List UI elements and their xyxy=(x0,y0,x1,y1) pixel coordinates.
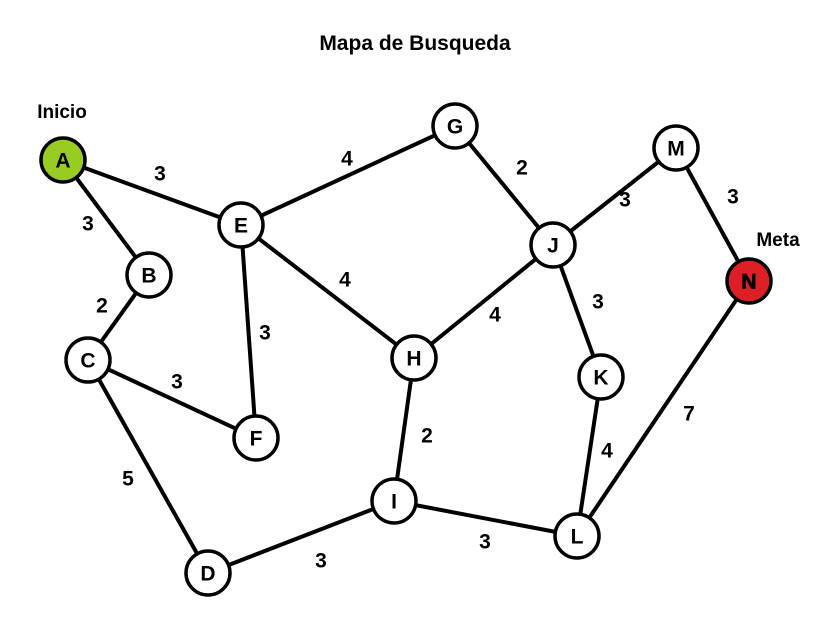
edge-a-b xyxy=(61,158,151,277)
edge-g-j xyxy=(453,124,555,247)
node-label: M xyxy=(667,138,685,161)
edge-m-n xyxy=(674,147,751,282)
edge-weight-i-l: 3 xyxy=(479,531,491,554)
node-label: K xyxy=(593,367,608,390)
edge-c-f xyxy=(87,358,257,440)
node-circle xyxy=(577,353,625,401)
node-circle xyxy=(725,257,773,305)
node-label: N xyxy=(741,271,756,294)
edge-weight-h-j: 4 xyxy=(489,304,501,327)
edge-l-n xyxy=(575,279,751,538)
edge-a-e xyxy=(62,158,242,227)
edge-e-f xyxy=(239,224,258,439)
edge-weights-layer: 3 3 2 3 5 3 4 4 3 2 4 2 3 3 3 4 3 7 xyxy=(82,148,739,573)
edge-weight-m-n: 3 xyxy=(727,186,739,209)
node-label: G xyxy=(447,116,463,139)
node-i: I xyxy=(370,477,418,525)
goal-label: Meta xyxy=(756,230,800,251)
node-n: N xyxy=(725,257,773,305)
node-circle xyxy=(39,136,87,184)
node-j: J xyxy=(529,221,577,269)
node-m: M xyxy=(652,124,700,172)
node-label: I xyxy=(391,491,397,514)
node-l: L xyxy=(553,512,601,560)
edge-weight-a-b: 3 xyxy=(82,213,94,236)
node-circle xyxy=(370,477,418,525)
edge-k-l xyxy=(575,376,603,537)
edge-weight-d-i: 3 xyxy=(315,550,327,573)
edge-weight-g-j: 2 xyxy=(516,157,528,180)
node-circle xyxy=(553,512,601,560)
edge-j-m xyxy=(551,146,678,247)
node-circle xyxy=(652,124,700,172)
edge-weight-h-i: 2 xyxy=(421,425,433,448)
node-circle xyxy=(431,102,479,150)
node-circle xyxy=(232,414,280,462)
edge-c-d xyxy=(86,359,210,574)
edge-weight-c-d: 5 xyxy=(122,468,134,491)
node-label: A xyxy=(55,150,70,173)
node-c: C xyxy=(64,336,112,384)
node-label: L xyxy=(571,526,584,549)
edge-d-i xyxy=(207,499,395,575)
node-circle xyxy=(64,336,112,384)
edge-weight-j-m: 3 xyxy=(619,189,631,212)
edge-weight-b-c: 2 xyxy=(96,295,108,318)
node-circle xyxy=(217,201,265,249)
node-label: B xyxy=(141,265,156,288)
edge-weight-e-g: 4 xyxy=(341,148,353,171)
node-b: B xyxy=(125,251,173,299)
node-label: H xyxy=(406,348,421,371)
node-label: D xyxy=(200,563,215,586)
diagram-title: Mapa de Busqueda xyxy=(319,32,511,55)
node-circle xyxy=(390,334,438,382)
node-h: H xyxy=(390,334,438,382)
edge-weight-c-f: 3 xyxy=(171,371,183,394)
node-circle xyxy=(529,221,577,269)
edge-weight-e-h: 4 xyxy=(339,269,351,292)
edge-weight-a-e: 3 xyxy=(154,163,166,186)
node-d: D xyxy=(184,549,232,597)
edges-layer xyxy=(61,124,751,575)
edge-weight-k-l: 4 xyxy=(601,440,613,463)
edge-weight-j-k: 3 xyxy=(592,291,604,314)
node-label: F xyxy=(250,428,263,451)
edge-e-h xyxy=(239,223,416,360)
edge-h-j xyxy=(412,243,555,360)
start-label: Inicio xyxy=(37,102,87,123)
edge-e-g xyxy=(240,124,456,227)
node-a: A xyxy=(39,136,87,184)
node-e: E xyxy=(217,201,265,249)
node-k: K xyxy=(577,353,625,401)
node-label: E xyxy=(234,215,248,238)
node-circle xyxy=(125,251,173,299)
node-label: C xyxy=(80,350,95,373)
edge-weight-e-f: 3 xyxy=(259,322,271,345)
nodes-layer: A B C D E F G H I J K L M N xyxy=(39,102,773,597)
node-f: F xyxy=(232,414,280,462)
node-label: J xyxy=(547,235,559,258)
edge-i-l xyxy=(393,499,578,538)
node-g: G xyxy=(431,102,479,150)
edge-h-i xyxy=(392,357,416,502)
node-circle xyxy=(184,549,232,597)
edge-weight-l-n: 7 xyxy=(683,403,695,426)
